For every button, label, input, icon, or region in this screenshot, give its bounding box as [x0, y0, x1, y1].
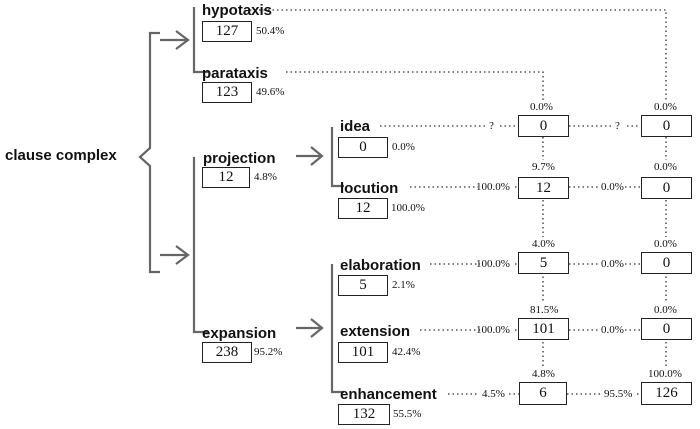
para-extension-pct: 81.5%: [530, 304, 559, 316]
extension-parataxis-link: 100.0%: [476, 324, 510, 336]
para-locution-box: 12: [518, 177, 569, 199]
hypo-elaboration-box: 0: [641, 252, 692, 274]
para-enhancement-box: 6: [519, 382, 567, 405]
expansion-bracket: [330, 264, 344, 394]
elaboration-count-box: 5: [338, 275, 388, 296]
hypo-enhancement-box: 126: [641, 382, 692, 405]
expansion-arrow: [296, 318, 324, 338]
logico-arrow: [160, 245, 190, 265]
hypotaxis-leader: [250, 9, 667, 100]
extension-hypotaxis-link: 0.0%: [601, 324, 624, 336]
extension-count-box: 101: [338, 342, 388, 363]
projection-bracket: [330, 127, 344, 188]
para-elaboration-box: 5: [518, 252, 569, 274]
extension-pct: 42.4%: [392, 346, 421, 358]
projection-count-box: 12: [202, 167, 250, 188]
hypotaxis-count-box: 127: [202, 21, 252, 42]
enhancement-pct: 55.5%: [393, 408, 422, 420]
para-elaboration-pct: 4.0%: [532, 238, 555, 250]
extension-label: extension: [340, 323, 411, 340]
enhancement-count-box: 132: [338, 404, 390, 425]
locution-hypotaxis-link: 0.0%: [601, 181, 624, 193]
hypo-elaboration-pct: 0.0%: [654, 238, 677, 250]
idea-parataxis-link: ?: [489, 120, 494, 132]
logico-bracket: [192, 157, 208, 334]
enhancement-label: enhancement: [340, 386, 437, 403]
elaboration-hypotaxis-link: 0.0%: [601, 258, 624, 270]
hypo-extension-pct: 0.0%: [654, 304, 677, 316]
locution-parataxis-link: 100.0%: [476, 181, 510, 193]
enhancement-parataxis-link: 4.5%: [482, 388, 505, 400]
hypo-idea-pct: 0.0%: [654, 101, 677, 113]
hypo-enhancement-pct: 100.0%: [648, 368, 682, 380]
hypotaxis-label: hypotaxis: [202, 2, 273, 19]
taxis-arrow: [160, 30, 190, 50]
para-idea-box: 0: [518, 115, 569, 137]
hypo-locution-pct: 0.0%: [654, 161, 677, 173]
idea-hypotaxis-link: ?: [615, 120, 620, 132]
parataxis-label: parataxis: [202, 65, 268, 82]
locution-label: locution: [340, 180, 399, 197]
hypo-idea-box: 0: [641, 115, 692, 137]
hypo-locution-box: 0: [641, 177, 692, 199]
parataxis-leader: [286, 71, 544, 100]
parataxis-pct: 49.6%: [256, 86, 285, 98]
para-enhancement-pct: 4.8%: [532, 368, 555, 380]
para-locution-pct: 9.7%: [532, 161, 555, 173]
expansion-pct: 95.2%: [254, 346, 283, 358]
idea-count-box: 0: [338, 137, 388, 158]
taxis-bracket: [192, 7, 208, 74]
root-bracket: [138, 31, 160, 274]
expansion-count-box: 238: [202, 342, 252, 363]
hypotaxis-pct: 50.4%: [256, 25, 285, 37]
elaboration-label: elaboration: [340, 257, 421, 274]
locution-count-box: 12: [338, 198, 388, 219]
projection-label: projection: [203, 150, 276, 167]
projection-pct: 4.8%: [254, 171, 277, 183]
parataxis-count-box: 123: [202, 82, 252, 103]
hypo-extension-box: 0: [641, 318, 692, 340]
para-extension-box: 101: [518, 318, 569, 340]
idea-label: idea: [340, 118, 371, 135]
elaboration-parataxis-link: 100.0%: [476, 258, 510, 270]
locution-pct: 100.0%: [391, 202, 425, 214]
idea-pct: 0.0%: [392, 141, 415, 153]
projection-arrow: [296, 146, 324, 166]
elaboration-pct: 2.1%: [392, 279, 415, 291]
clause-complex-label: clause complex: [5, 147, 117, 164]
expansion-label: expansion: [202, 325, 277, 342]
para-idea-pct: 0.0%: [530, 101, 553, 113]
enhancement-hypotaxis-link: 95.5%: [604, 388, 633, 400]
